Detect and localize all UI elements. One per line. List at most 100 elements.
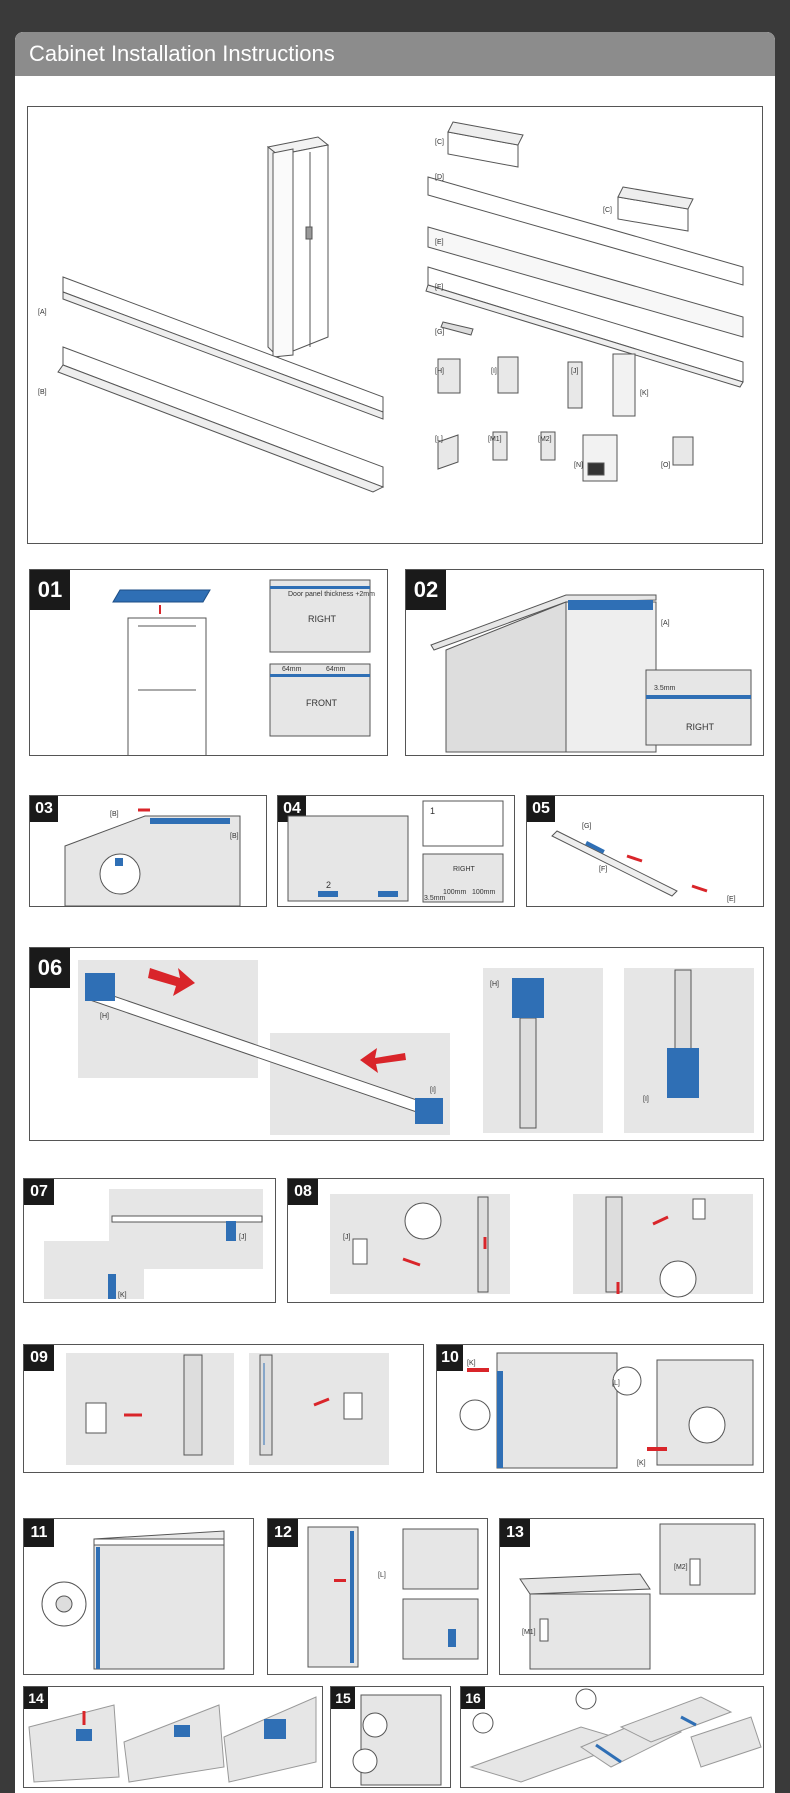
step-number: 01 — [30, 570, 70, 610]
step-01-note: Door panel thickness +2mm — [288, 591, 375, 598]
step-06-illustration: [H] [I] [H] [I] — [85, 968, 699, 1129]
part-label-m1: [M1] — [488, 436, 502, 443]
part-label-e: [E] — [435, 239, 444, 246]
step-03-part-b: [B] — [110, 811, 119, 818]
step-03-part-b2: [B] — [230, 833, 239, 840]
step-15-illustration — [352, 1694, 442, 1786]
part-label-g: [G] — [435, 329, 444, 336]
step-number: 14 — [24, 1687, 48, 1709]
step-number: 09 — [24, 1345, 54, 1371]
step-10-part-l: [L] — [612, 1380, 620, 1387]
step-02-dim: 3.5mm — [654, 685, 676, 692]
step-03-illustration: [B] [B] — [64, 808, 241, 906]
step-02-illustration: [A] 3.5mm RIGHT — [430, 594, 752, 753]
part-label-a: [A] — [38, 309, 47, 316]
step-04-dim-a: 3.5mm — [424, 895, 446, 902]
step-07-illustration: [J] [K] — [108, 1215, 263, 1299]
part-label-j: [J] — [571, 368, 578, 375]
step-04-sub1: 1 — [430, 806, 435, 816]
page-title: Cabinet Installation Instructions — [29, 41, 335, 66]
part-label-i: [I] — [491, 368, 497, 375]
part-label-l: [L] — [435, 436, 443, 443]
step-01-dim-right: 64mm — [326, 666, 346, 673]
step-number: 05 — [527, 796, 555, 822]
step-number: 16 — [461, 1687, 485, 1709]
step-14-panel: 14 — [23, 1686, 323, 1788]
part-label-b: [B] — [38, 389, 47, 396]
step-13-illustration: [M1] [M2] — [519, 1523, 756, 1670]
part-label-d: [D] — [435, 174, 444, 181]
step-01-illustration: Door panel thickness +2mm RIGHT 64mm 64m… — [112, 579, 375, 755]
part-label-n: [N] — [574, 462, 583, 469]
step-13-panel: 13 [M1] [M2] — [499, 1518, 764, 1675]
step-11-panel: 11 — [23, 1518, 254, 1675]
step-07-part-k: [K] — [118, 1292, 127, 1299]
step-06-part-i2: [I] — [643, 1096, 649, 1103]
step-04-right-label: RIGHT — [453, 866, 476, 873]
step-05-part-e: [E] — [727, 896, 736, 903]
step-03-panel: 03 [B] [B] — [29, 795, 267, 907]
step-04-sub2: 2 — [326, 880, 331, 890]
step-01-panel: 01 Door panel thickness +2mm RIGHT 64mm … — [29, 569, 388, 756]
step-05-illustration: [G] [F] [E] — [551, 823, 736, 903]
step-number: 13 — [500, 1519, 530, 1547]
step-number: 12 — [268, 1519, 298, 1547]
step-08-illustration: [J] — [343, 1196, 706, 1298]
step-10-illustration: [K] [L] [K] — [459, 1352, 754, 1469]
step-09-illustration — [85, 1354, 363, 1456]
step-number: 02 — [406, 570, 446, 610]
part-label-f: [F] — [435, 284, 443, 291]
step-04-dim-b: 100mm — [443, 889, 467, 896]
step-07-panel: 07 [J] [K] — [23, 1178, 276, 1303]
part-label-c2: [C] — [603, 207, 612, 214]
part-label-k: [K] — [640, 390, 649, 397]
step-number: 07 — [24, 1179, 54, 1205]
part-label-o: [O] — [661, 462, 670, 469]
step-number: 03 — [30, 796, 58, 822]
step-04-illustration: 2 1 RIGHT 3.5mm 100mm 100mm — [287, 800, 504, 903]
step-10-part-k: [K] — [467, 1360, 476, 1367]
step-02-panel: 02 [A] 3.5mm RIGHT — [405, 569, 764, 756]
step-01-front-label: FRONT — [306, 698, 337, 708]
step-06-part-h2: [H] — [490, 981, 499, 988]
step-12-illustration: [L] — [307, 1526, 479, 1668]
step-number: 08 — [288, 1179, 318, 1205]
step-02-right-label: RIGHT — [686, 722, 715, 732]
step-05-panel: 05 [G] [F] [E] — [526, 795, 764, 907]
step-01-right-label: RIGHT — [308, 614, 337, 624]
step-16-illustration — [469, 1688, 762, 1783]
step-06-part-h: [H] — [100, 1013, 109, 1020]
part-label-m2: [M2] — [538, 436, 552, 443]
parts-illustration: [A] [B] [D] [C] [C] [E] [F] [G] [H] [I] … — [38, 121, 744, 493]
step-05-part-f: [F] — [599, 866, 607, 873]
step-08-panel: 08 [J] — [287, 1178, 764, 1303]
step-01-dim-left: 64mm — [282, 666, 302, 673]
instruction-sheet: Cabinet Installation Instructions — [15, 32, 775, 1793]
step-16-panel: 16 — [460, 1686, 764, 1788]
step-number: 10 — [437, 1345, 463, 1371]
title-bar: Cabinet Installation Instructions — [15, 32, 775, 76]
step-04-panel: 04 2 1 RIGHT 3.5mm 100mm 100mm — [277, 795, 515, 907]
parts-overview: [A] [B] [D] [C] [C] [E] [F] [G] [H] [I] … — [27, 106, 763, 544]
step-08-part-j: [J] — [343, 1234, 350, 1241]
step-05-part-g: [G] — [582, 823, 591, 830]
step-13-part-m2: [M2] — [674, 1564, 688, 1571]
step-09-panel: 09 — [23, 1344, 424, 1473]
step-number: 06 — [30, 948, 70, 988]
step-number: 15 — [331, 1687, 355, 1709]
step-06-part-i: [I] — [430, 1087, 436, 1094]
step-04-dim-c: 100mm — [472, 889, 496, 896]
step-12-part-l: [L] — [378, 1572, 386, 1579]
part-label-c: [C] — [435, 139, 444, 146]
step-number: 11 — [24, 1519, 54, 1547]
step-07-part-j: [J] — [239, 1234, 246, 1241]
step-15-panel: 15 — [330, 1686, 451, 1788]
step-06-panel: 06 [H] [I] [H] [I] — [29, 947, 764, 1141]
step-10-part-k2: [K] — [637, 1460, 646, 1467]
part-label-h: [H] — [435, 368, 444, 375]
step-14-illustration — [28, 1696, 317, 1783]
step-02-part-a: [A] — [661, 620, 670, 627]
step-13-part-m1: [M1] — [522, 1629, 536, 1636]
step-10-panel: 10 [K] [L] [K] — [436, 1344, 764, 1473]
step-11-illustration — [41, 1530, 225, 1670]
